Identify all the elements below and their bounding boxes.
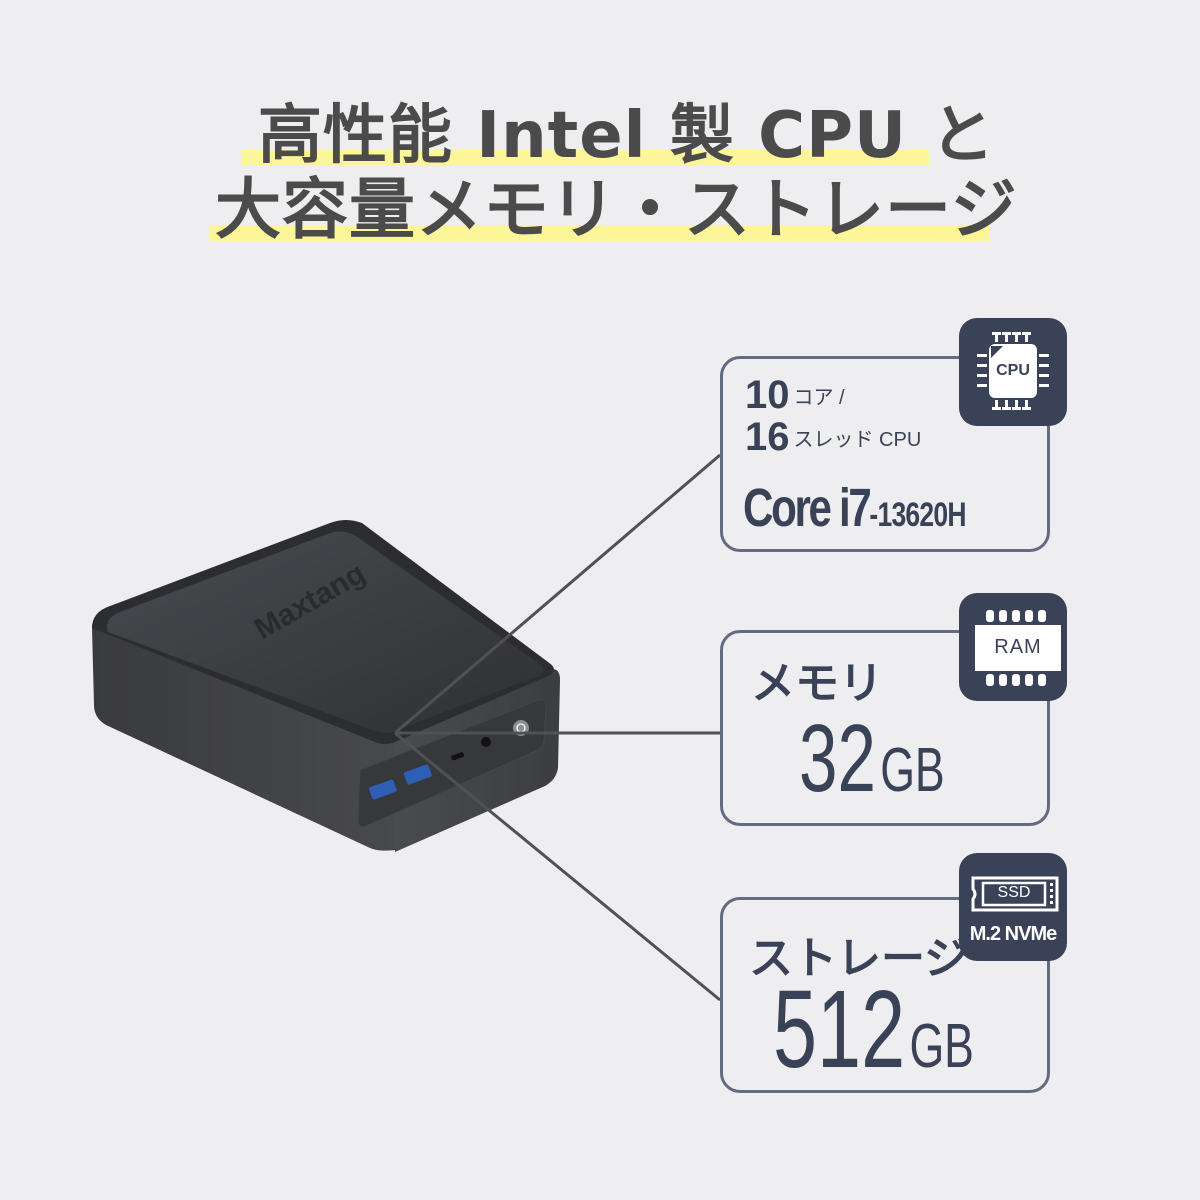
- storage-capacity-value: 512: [773, 968, 906, 1091]
- ssd-badge-subtext: M.2 NVMe: [969, 923, 1057, 945]
- cpu-model-main: Core i7: [743, 478, 872, 538]
- ram-module-icon: RAM: [959, 593, 1067, 701]
- headline-line-1: 高性能 Intel 製 CPU と: [258, 99, 996, 173]
- headline-highlight-1: [241, 150, 929, 166]
- ram-capacity-value: 32: [799, 705, 876, 812]
- ram-label: メモリ: [751, 658, 883, 709]
- headline-highlight-2: [210, 225, 990, 241]
- storage-capacity-unit: GB: [909, 1012, 974, 1081]
- usb-a-port-1: [368, 779, 397, 800]
- ssd-m2-icon: SSD M.2 NVMe: [959, 853, 1067, 961]
- usb-a-port-2: [403, 764, 432, 785]
- storage-label: ストレージ: [749, 933, 969, 984]
- threads-label: スレッド CPU: [793, 429, 922, 451]
- ram-capacity-unit: GB: [880, 736, 945, 805]
- threads-number: 16: [745, 415, 790, 459]
- cores-label: コア /: [793, 387, 845, 409]
- usb-c-port: [451, 752, 465, 761]
- mini-pc-device: Maxtang: [92, 520, 560, 852]
- audio-jack: [481, 737, 491, 747]
- cpu-model-suffix: -13620H: [869, 496, 966, 534]
- headline-line-2: 大容量メモリ・ストレージ: [215, 171, 1018, 248]
- cpu-badge-text: CPU: [996, 362, 1030, 379]
- storage-capacity: 512GB: [773, 972, 974, 1105]
- ram-capacity: 32GB: [799, 709, 945, 821]
- ram-spec-card: メモリ 32GB: [720, 630, 1050, 826]
- connector-lines: [394, 453, 721, 1002]
- cpu-model: Core i7-13620H: [743, 477, 966, 539]
- ssd-badge-text: SSD: [997, 884, 1031, 901]
- cpu-chip-icon: CPU: [959, 318, 1067, 426]
- cores-number: 10: [745, 373, 790, 417]
- ram-badge-text: RAM: [994, 636, 1042, 658]
